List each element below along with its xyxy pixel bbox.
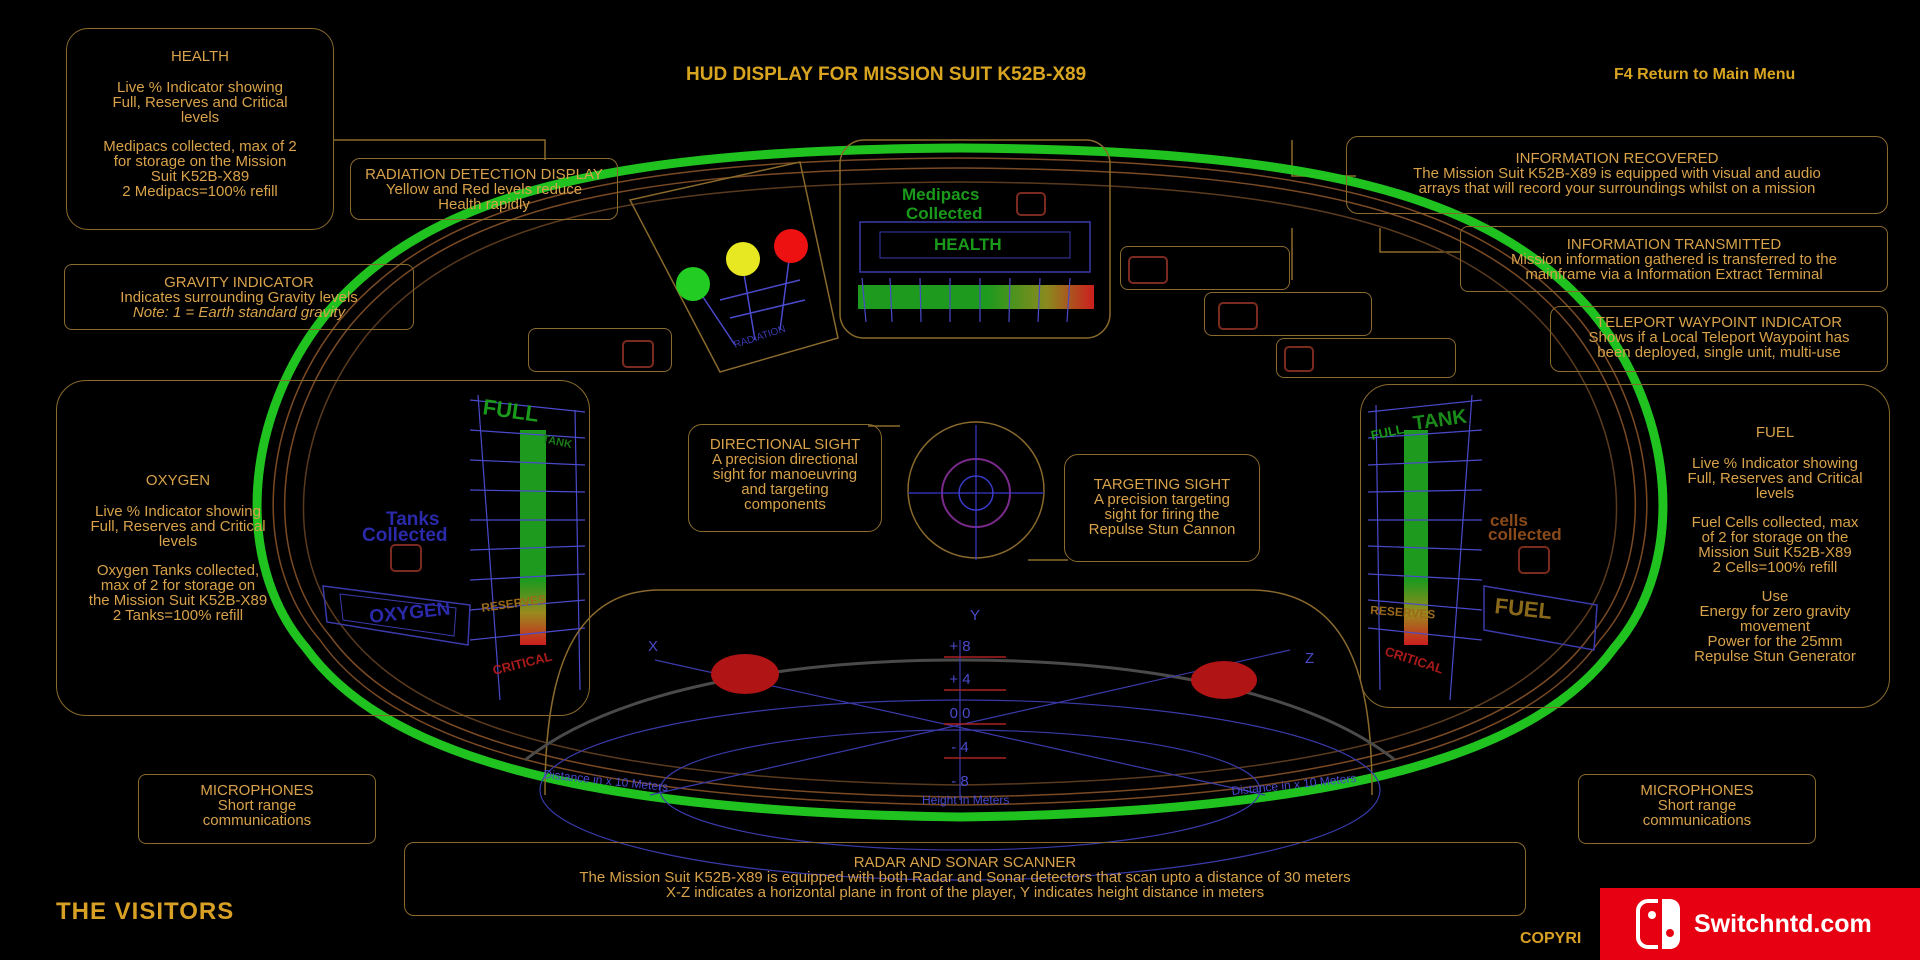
cell-slot [1518, 546, 1550, 574]
watermark-text: Switchntd.com [1694, 909, 1872, 938]
tanks-label-1: Tanks [386, 509, 440, 530]
health-bar [858, 285, 1094, 309]
tanks-label-2: Collected [362, 525, 448, 546]
info-recovered-title: INFORMATION RECOVERED [1515, 150, 1719, 167]
radiation-label: RADIATION [733, 324, 787, 351]
mic-left-title: MICROPHONES [200, 782, 314, 799]
medipac-slot [1016, 192, 1046, 216]
page-title: HUD DISPLAY FOR MISSION SUIT K52B-X89 [686, 64, 1087, 85]
directional-annotation: DIRECTIONAL SIGHT A precision directiona… [688, 424, 882, 532]
radar-title: RADAR AND SONAR SCANNER [853, 854, 1077, 871]
directional-title: DIRECTIONAL SIGHT [709, 436, 861, 453]
radar-annotation: RADAR AND SONAR SCANNER The Mission Suit… [404, 842, 1526, 916]
return-main-menu-button[interactable]: F4 Return to Main Menu [1614, 66, 1796, 83]
oxygen-grid [469, 394, 586, 701]
radiation-green-light [676, 267, 710, 301]
height-value: + 8 [949, 638, 970, 655]
fuel-bar [1404, 430, 1428, 645]
oxygen-title: OXYGEN [145, 472, 211, 489]
info-recovered-slot [1128, 256, 1168, 284]
gravity-annotation: GRAVITY INDICATOR Indicates surrounding … [64, 264, 414, 330]
fuel-title: FUEL [1755, 424, 1795, 441]
gravity-slot [622, 340, 654, 368]
mic-right-annotation: MICROPHONES Short range communications [1578, 774, 1816, 844]
switch-logo-icon [1636, 899, 1680, 949]
fuel-reserves-label: RESERVES [1370, 603, 1436, 622]
fuel-hud-label: FUEL [1493, 593, 1553, 624]
radiation-yellow-light [726, 242, 760, 276]
oxygen-annotation: OXYGEN Live % Indicator showing Full, Re… [56, 380, 590, 716]
info-transmitted-title: INFORMATION TRANSMITTED [1566, 236, 1782, 253]
height-value: 0 0 [950, 705, 971, 722]
gravity-title: GRAVITY INDICATOR [164, 274, 314, 291]
info-transmitted-annotation: INFORMATION TRANSMITTED Mission informat… [1460, 226, 1888, 292]
teleport-slot [1284, 346, 1314, 372]
teleport-annotation: TELEPORT WAYPOINT INDICATOR Shows if a L… [1550, 306, 1888, 372]
game-logo: THE VISITORS [56, 898, 235, 925]
gravity-frame [528, 328, 672, 372]
medipacs-label-2: Collected [906, 204, 983, 223]
health-title: HEALTH [170, 48, 230, 65]
copyright-text: COPYRI [1520, 930, 1582, 947]
info-transmitted-frame [1204, 292, 1372, 336]
radiation-red-light [774, 229, 808, 263]
height-value: - 8 [951, 773, 969, 790]
radiation-title: RADIATION DETECTION DISPLAY [365, 166, 603, 183]
teleport-title: TELEPORT WAYPOINT INDICATOR [1595, 314, 1843, 331]
targeting-annotation: TARGETING SIGHT A precision targeting si… [1064, 454, 1260, 562]
cells-label-2: collected [1488, 525, 1562, 544]
health-annotation: HEALTH Live % Indicator showing Full, Re… [66, 28, 334, 230]
mic-right-title: MICROPHONES [1640, 782, 1754, 799]
fuel-grid [1367, 394, 1483, 701]
height-meters-label: Height in Meters [922, 793, 1009, 807]
radiation-annotation: RADIATION DETECTION DISPLAY Yellow and R… [350, 158, 618, 220]
info-transmitted-slot [1218, 302, 1258, 330]
fuel-annotation: FUEL Live % Indicator showing Full, Rese… [1360, 384, 1890, 708]
axis-z-label: Z [1305, 650, 1314, 667]
targeting-title: TARGETING SIGHT [1093, 476, 1231, 493]
radar-blip-left [711, 654, 779, 694]
height-value: - 4 [951, 739, 969, 756]
info-recovered-frame [1120, 246, 1290, 290]
cells-label-1: cells [1490, 511, 1528, 530]
tank-slot [390, 544, 422, 572]
oxygen-bar [520, 430, 546, 645]
radar-blip-right [1191, 661, 1257, 699]
watermark-banner: Switchntd.com [1600, 888, 1920, 960]
info-recovered-annotation: INFORMATION RECOVERED The Mission Suit K… [1346, 136, 1888, 214]
axis-x-label: X [648, 638, 658, 655]
medipacs-label-1: Medipacs [902, 185, 979, 204]
height-value: + 4 [949, 671, 970, 688]
visor-ring [252, 143, 1668, 822]
axis-y-label: Y [970, 607, 980, 624]
mic-left-annotation: MICROPHONES Short range communications [138, 774, 376, 844]
teleport-frame [1276, 338, 1456, 378]
health-hud-label: HEALTH [934, 235, 1002, 254]
fuel-full-label: FULL [1370, 421, 1406, 443]
